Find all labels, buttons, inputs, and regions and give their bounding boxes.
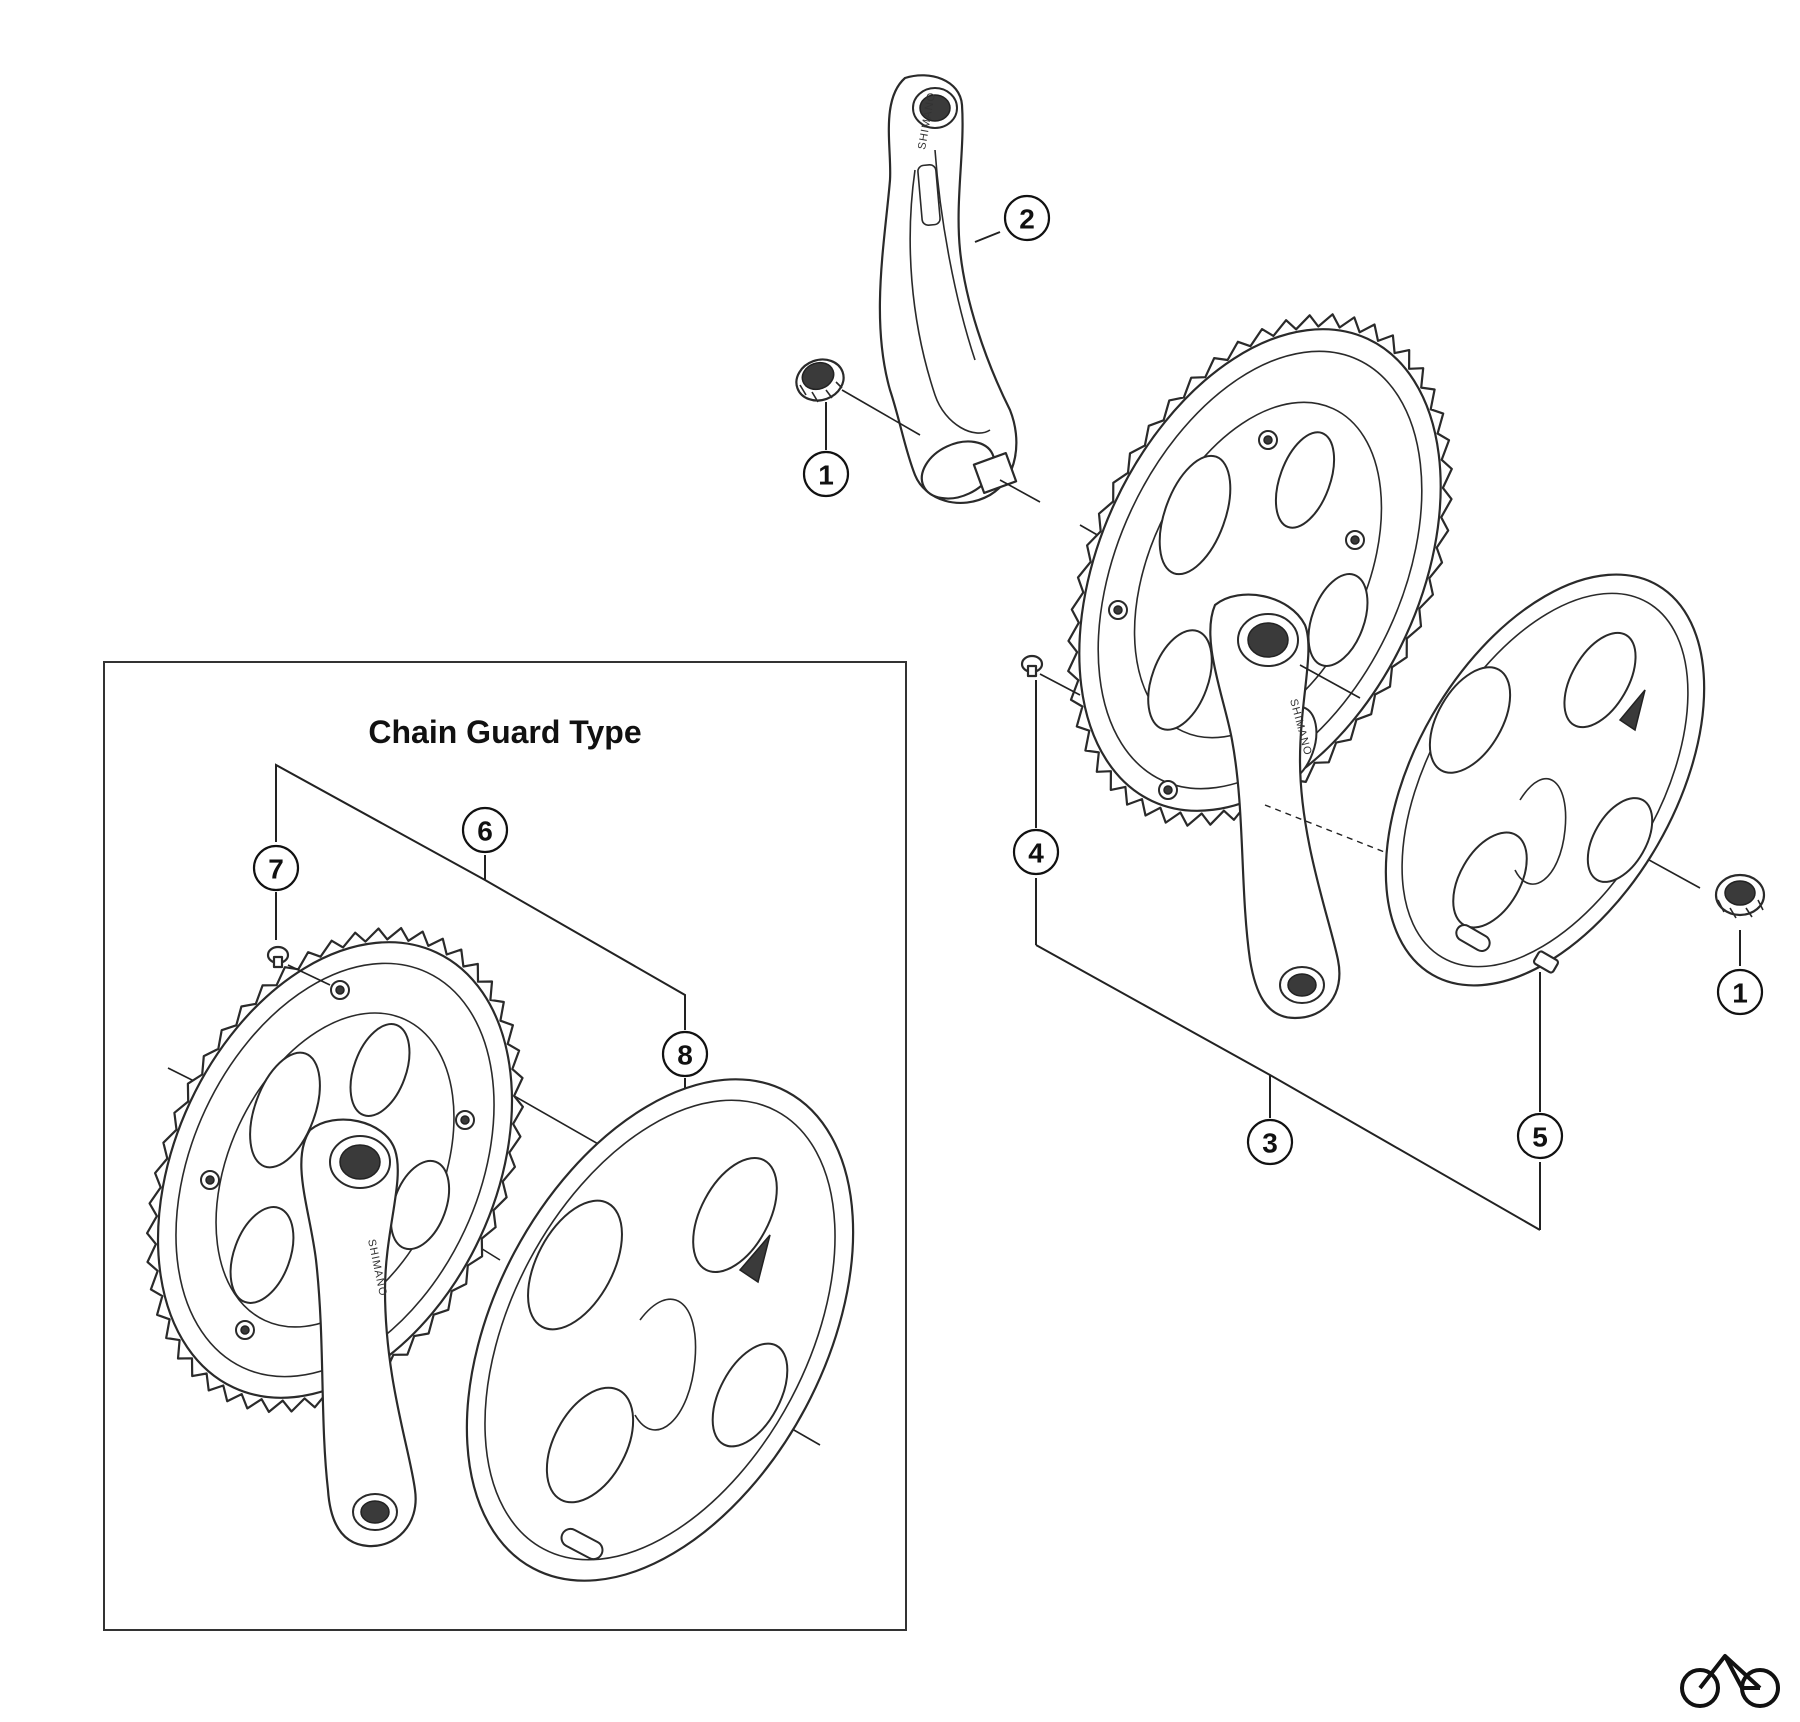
inset-title: Chain Guard Type xyxy=(368,714,641,750)
svg-text:7: 7 xyxy=(268,854,284,885)
right-leader-lines xyxy=(825,231,1741,1231)
svg-text:3: 3 xyxy=(1262,1128,1278,1159)
callout-1-right: 1 xyxy=(1716,968,1764,1016)
svg-text:1: 1 xyxy=(818,460,834,491)
svg-text:6: 6 xyxy=(477,816,493,847)
callout-4: 4 xyxy=(1012,828,1060,876)
callout-2: 2 xyxy=(1003,194,1051,242)
right-chainring-assembly: SHIMANO xyxy=(1067,313,1453,1020)
inset-chainring-assembly: SHIMANO xyxy=(146,927,524,1548)
svg-text:2: 2 xyxy=(1019,204,1035,235)
callout-5: 5 xyxy=(1516,1112,1564,1160)
left-crank-arm: SHIMANO xyxy=(878,74,1018,505)
callout-7: 7 xyxy=(252,844,300,892)
callout-6: 6 xyxy=(461,806,509,854)
chainring-bolt-right xyxy=(1020,654,1081,696)
callout-3: 3 xyxy=(1246,1118,1294,1166)
svg-text:4: 4 xyxy=(1028,838,1044,869)
crank-fixing-bolt-left xyxy=(795,358,845,403)
svg-text:5: 5 xyxy=(1532,1122,1548,1153)
right-chain-guard xyxy=(1384,573,1706,987)
inset-chainring-bolt xyxy=(266,945,331,986)
callout-8: 8 xyxy=(661,1030,709,1078)
inset-chain-guard xyxy=(465,1078,855,1582)
inset-frame xyxy=(103,661,907,1631)
svg-text:1: 1 xyxy=(1732,978,1748,1009)
crank-fixing-bolt-right xyxy=(1714,873,1766,919)
callout-1-left: 1 xyxy=(802,450,850,498)
svg-text:8: 8 xyxy=(677,1040,693,1071)
bicycle-logo-icon xyxy=(1680,1654,1780,1708)
